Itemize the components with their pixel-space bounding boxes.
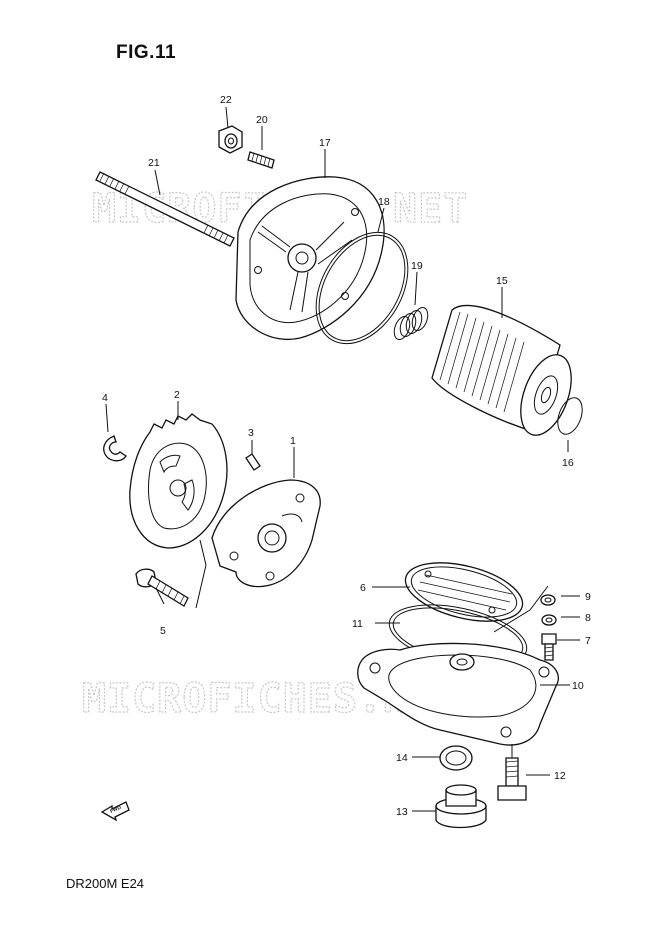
callout-15: 15 (496, 275, 508, 287)
callout-labels: 1 2 3 4 5 6 7 8 9 10 11 12 13 14 15 16 1… (102, 94, 591, 818)
callout-10: 10 (572, 680, 584, 692)
part-22-cap-nut (218, 125, 243, 154)
model-code: DR200M E24 (66, 876, 145, 891)
part-4-circlip (103, 435, 127, 462)
part-15-oil-filter (431, 304, 572, 436)
part-17-filter-cap (235, 176, 385, 340)
callout-8: 8 (585, 612, 591, 624)
part-12-bolt (497, 757, 527, 801)
fwd-arrow-icon: FWD (100, 801, 130, 822)
callout-17: 17 (319, 137, 331, 149)
callout-4: 4 (102, 392, 108, 404)
callout-7: 7 (585, 635, 591, 647)
callout-18: 18 (378, 196, 390, 208)
part-8-washer (541, 614, 557, 626)
part-16-o-ring (557, 397, 583, 435)
callout-6: 6 (360, 582, 366, 594)
part-14-washer (439, 745, 473, 771)
callout-1: 1 (290, 435, 296, 447)
callout-16: 16 (562, 457, 574, 469)
part-2-driven-gear (129, 413, 228, 549)
callout-20: 20 (256, 114, 268, 126)
part-20-stud (247, 151, 275, 169)
part-21-long-bolt (95, 171, 235, 247)
part-18-o-ring-inner (318, 234, 406, 342)
callout-3: 3 (248, 427, 254, 439)
callout-13: 13 (396, 806, 408, 818)
leader-lines (105, 106, 580, 812)
callout-5: 5 (160, 625, 166, 637)
callout-11: 11 (352, 618, 363, 630)
callout-9: 9 (585, 591, 591, 603)
figure-title: FIG.11 (116, 42, 177, 63)
callout-22: 22 (220, 94, 232, 106)
part-5-bolt (135, 568, 189, 607)
callout-2: 2 (174, 389, 180, 401)
part-9-washer (540, 594, 556, 606)
part-7-bolt (541, 633, 557, 661)
part-19-spring (393, 306, 429, 341)
fwd-label: FWD (109, 805, 122, 815)
part-10-sump-cover (357, 642, 559, 746)
part-13-drain-plug (435, 784, 487, 829)
callout-14: 14 (396, 752, 408, 764)
part-14-washer-inner (445, 750, 467, 766)
part-1-oil-pump (211, 479, 321, 588)
part-18-o-ring (315, 231, 409, 345)
callout-12: 12 (554, 770, 566, 782)
part-6-strainer (404, 562, 524, 622)
part-3-pin (245, 453, 261, 471)
callout-21: 21 (148, 157, 160, 169)
callout-19: 19 (411, 260, 423, 272)
